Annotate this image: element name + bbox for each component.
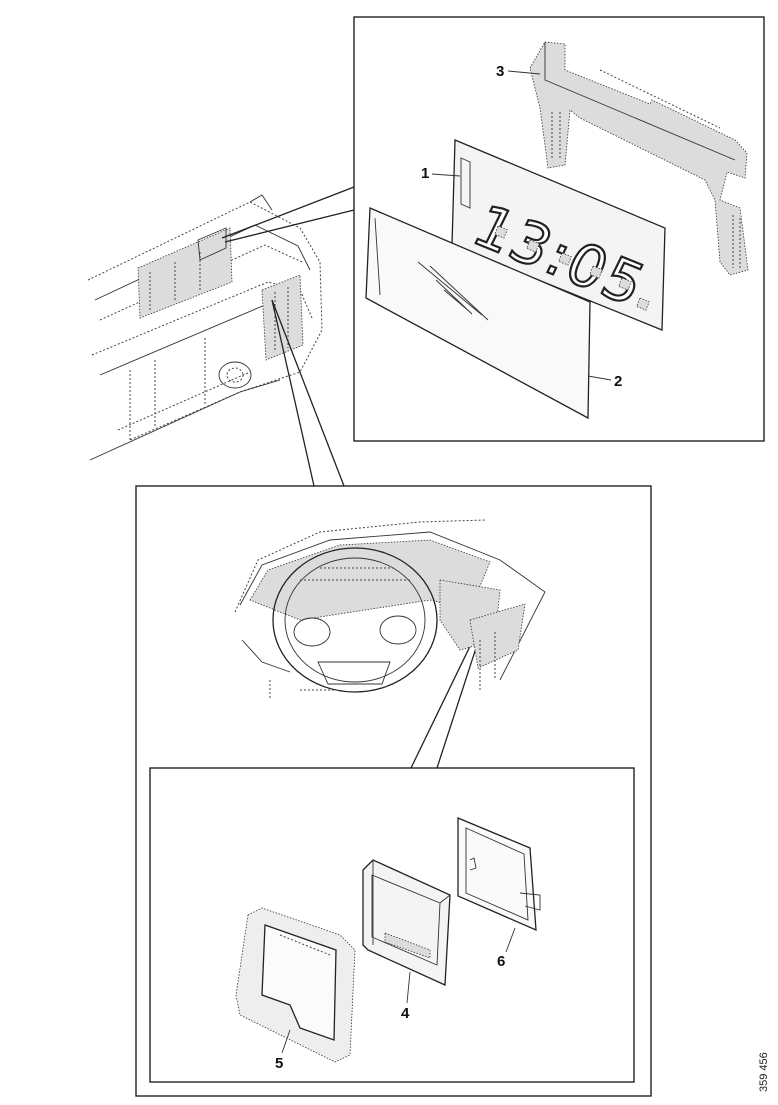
cover-glass-part <box>365 207 591 420</box>
callout-3: 3 <box>496 63 541 80</box>
upper-detail-box <box>353 16 765 442</box>
bezel-detail-box <box>149 767 635 1083</box>
bracket-part <box>529 41 749 276</box>
clock-display-panel: 13:05 <box>451 139 666 331</box>
callout-4: 4 <box>401 971 411 1022</box>
bus-exterior-sketch <box>87 194 323 461</box>
callout-4-label: 4 <box>401 1005 410 1022</box>
gasket-part <box>457 817 541 932</box>
dashboard-sketch <box>234 519 546 700</box>
dashboard-detail-box <box>135 485 652 1097</box>
callout-1-label: 1 <box>421 165 429 182</box>
callout-3-label: 3 <box>496 63 504 80</box>
front-bezel-part <box>235 907 356 1063</box>
callout-2: 2 <box>587 373 622 390</box>
callout-1: 1 <box>421 165 461 182</box>
callout-6: 6 <box>497 927 516 970</box>
callout-5: 5 <box>275 1029 291 1072</box>
display-module-part <box>362 859 451 986</box>
callout-2-label: 2 <box>614 373 622 390</box>
figure-reference-number: 359 456 <box>758 1052 770 1092</box>
callout-6-label: 6 <box>497 953 505 970</box>
display-indicator-row <box>494 225 650 311</box>
callout-5-label: 5 <box>275 1055 283 1072</box>
